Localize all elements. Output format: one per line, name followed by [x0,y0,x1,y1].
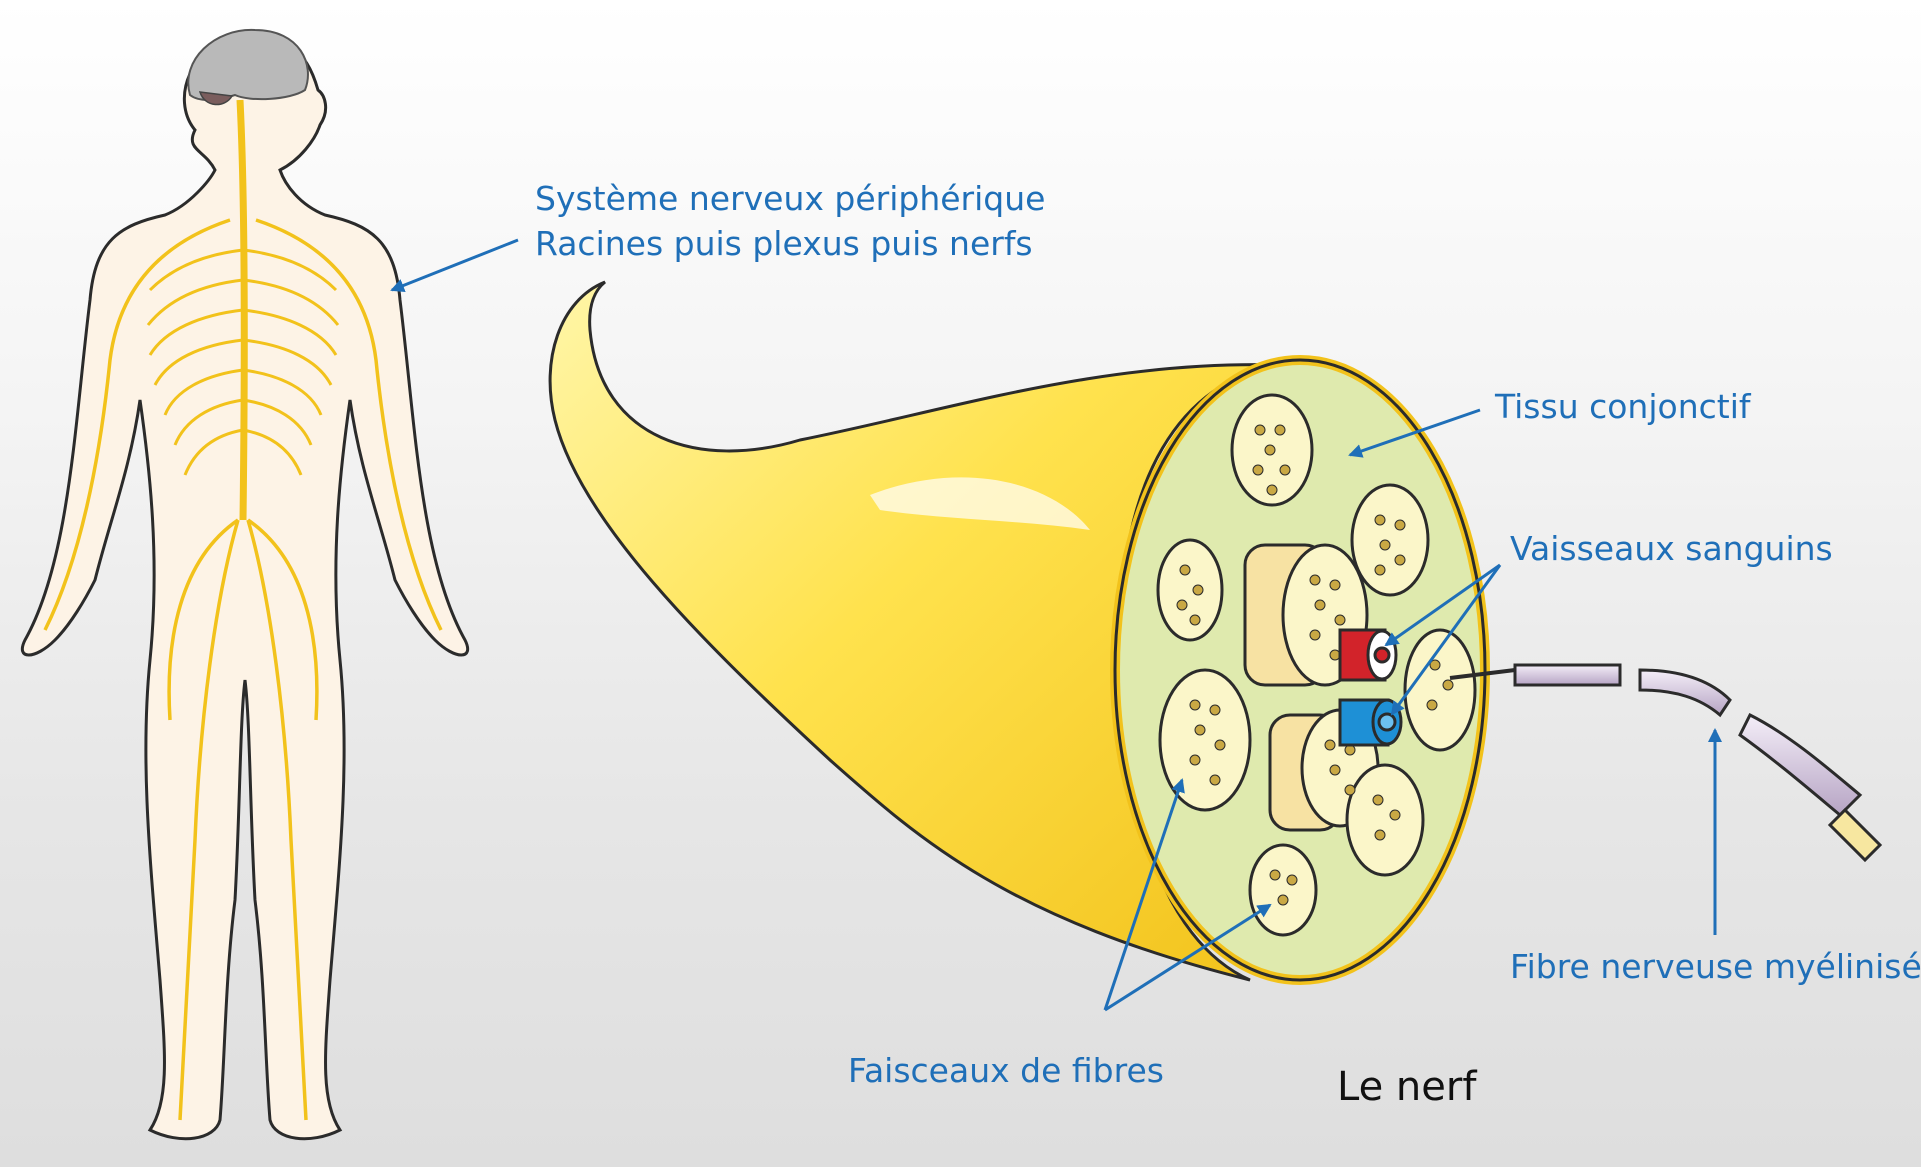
fibre-label: Fibre nerveuse myélinisée [1510,947,1921,986]
fascicle [1158,540,1222,640]
nerf-caption: Le nerf [1337,1064,1477,1110]
axon-end [1830,810,1880,860]
faisceaux-label: Faisceaux de fibres [848,1051,1164,1090]
myelin-segment [1640,670,1730,715]
fascicle [1250,845,1316,935]
vaisseaux-label: Vaisseaux sanguins [1510,529,1833,568]
myelinated-fiber [1450,665,1880,860]
myelin-segment [1740,715,1860,815]
pns-label-line2: Racines puis plexus puis nerfs [535,224,1033,263]
fascicle [1160,670,1250,810]
tissu-label: Tissu conjonctif [1494,387,1752,426]
fascicle [1347,765,1423,875]
fascicle [1352,485,1428,595]
pns-arrow [392,240,518,290]
pns-label-line1: Système nerveux périphérique [535,179,1045,218]
brain [188,30,308,100]
human-body-figure [22,30,467,1139]
myelin-segment [1515,665,1620,685]
